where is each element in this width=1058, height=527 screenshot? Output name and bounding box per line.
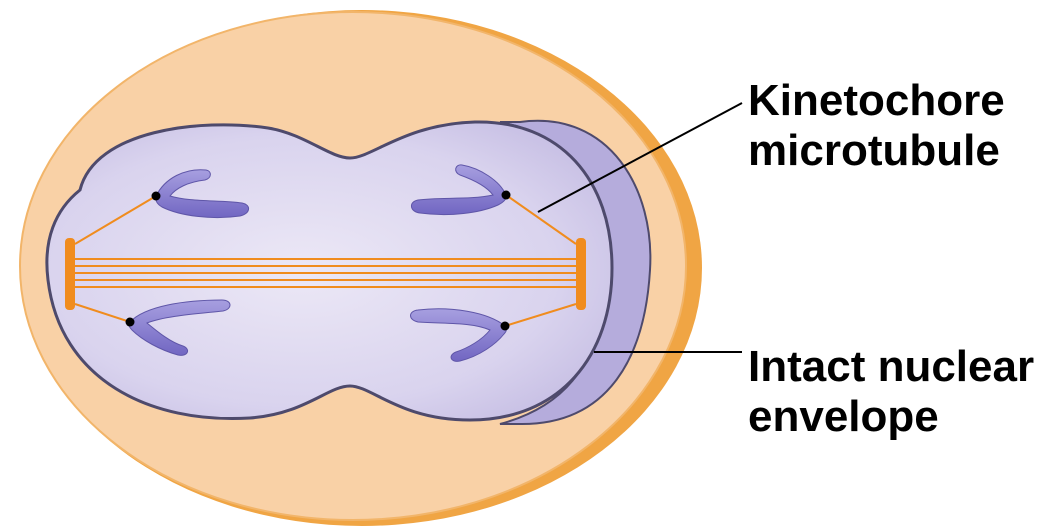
label-kinetochore-microtubule: Kinetochore microtubule xyxy=(748,76,1005,176)
kinetochore-dot xyxy=(501,322,510,331)
kinetochore-dot xyxy=(502,191,511,200)
spindle-pole-right xyxy=(576,238,586,310)
label-intact-nuclear-envelope: Intact nuclear envelope xyxy=(748,342,1034,442)
spindle-pole-left xyxy=(65,238,75,310)
kinetochore-dot xyxy=(152,192,161,201)
label-kinetochore-line1: Kinetochore xyxy=(748,76,1005,126)
kinetochore-dot xyxy=(126,318,135,327)
nucleus xyxy=(47,122,612,420)
label-envelope-line1: Intact nuclear xyxy=(748,342,1034,392)
label-kinetochore-line2: microtubule xyxy=(748,126,1005,176)
label-envelope-line2: envelope xyxy=(748,392,1034,442)
